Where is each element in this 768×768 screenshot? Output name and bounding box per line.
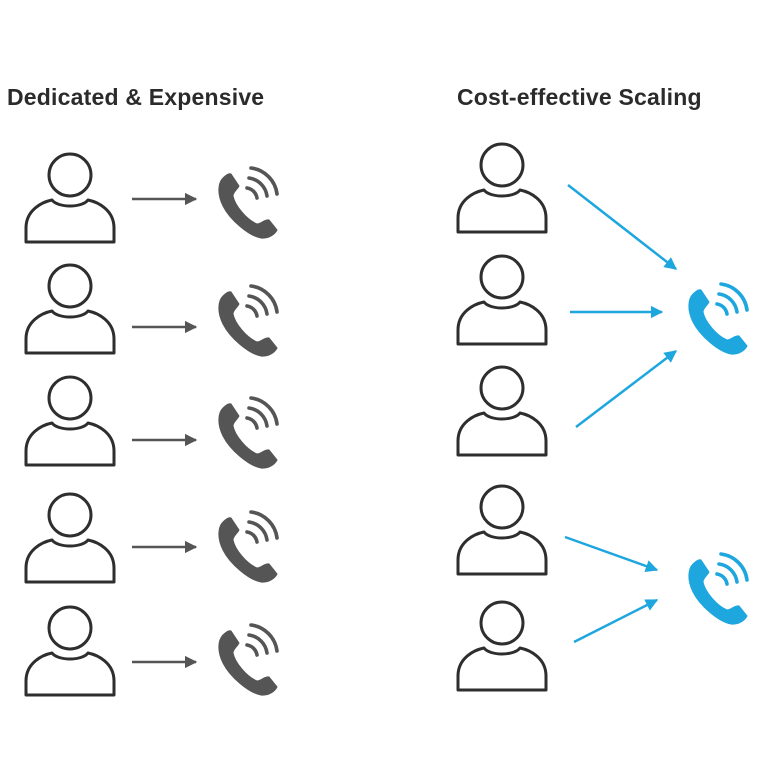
left-row-2 [24, 263, 279, 358]
agent-icon [456, 142, 548, 234]
arrow [573, 598, 659, 644]
agent-icon [456, 254, 548, 346]
agent-icon [24, 152, 116, 244]
group-2-arrows [564, 535, 659, 644]
agent-icon [24, 263, 116, 355]
agent-icon [456, 484, 548, 576]
left-row-4 [24, 492, 279, 584]
left-row-3 [24, 375, 279, 470]
phone-icon [217, 396, 279, 470]
shared-phone-icon [687, 552, 749, 626]
left-panel [24, 152, 279, 697]
phone-icon [217, 510, 279, 584]
agent-icon [456, 600, 548, 692]
arrow [567, 184, 677, 270]
phone-icon [217, 166, 279, 240]
left-row-5 [24, 605, 279, 697]
agent-icon [24, 375, 116, 467]
cost-effective-scaling-title: Cost-effective Scaling [457, 84, 702, 110]
phone-icon [217, 284, 279, 358]
agent-icon [456, 365, 548, 457]
shared-phone-icon [687, 282, 749, 356]
right-panel [456, 142, 749, 692]
agent-icon [24, 605, 116, 697]
group-1-arrows [567, 184, 677, 428]
left-row-1 [24, 152, 279, 244]
dedicated-expensive-title: Dedicated & Expensive [7, 84, 265, 110]
arrow [564, 535, 659, 573]
phone-icon [217, 623, 279, 697]
agent-icon [24, 492, 116, 584]
arrow [575, 350, 677, 428]
